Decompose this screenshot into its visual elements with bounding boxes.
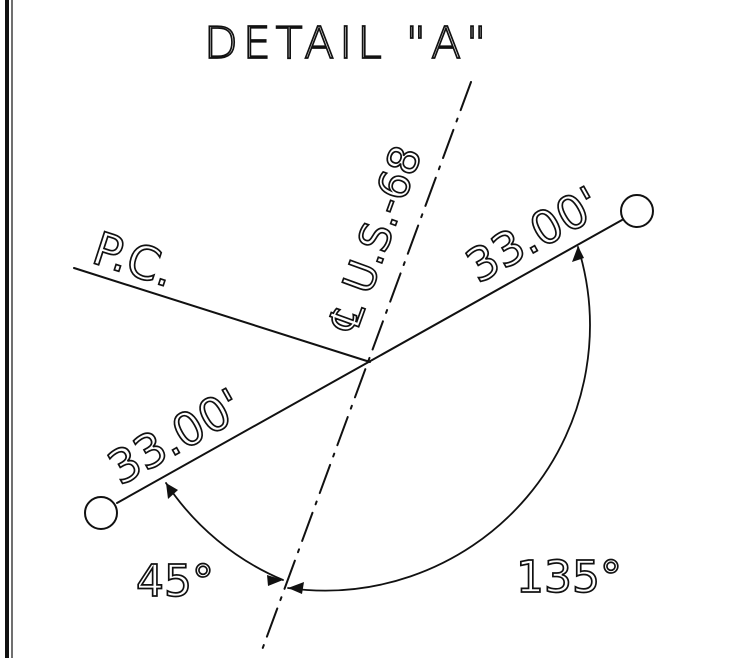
arc-45-arrowhead-upper: [166, 483, 178, 499]
upper-distance-label: 33.00': [457, 176, 609, 294]
pc-label: P.C.: [87, 221, 182, 298]
angle-135-label: 135°: [516, 552, 622, 603]
sheet-border: [5, 0, 13, 658]
lower-distance-label: 33.00': [99, 378, 251, 496]
arc-135-arrowhead-lower: [288, 582, 304, 594]
angle-arc-135: [287, 246, 591, 592]
upper-end-circle: [620, 194, 654, 228]
centerline-label: ℄ U.S.-68: [319, 139, 431, 338]
detail-title: DETAIL "A": [204, 18, 491, 69]
distance-line: [116, 219, 623, 504]
angle-arc-45: [165, 482, 284, 581]
lower-end-circle: [84, 496, 118, 530]
angle-45-label: 45°: [136, 556, 214, 607]
pc-line: [73, 267, 371, 363]
arc-45-arrowhead-lower: [267, 575, 283, 586]
arc-135-arrowhead-upper: [572, 246, 584, 262]
